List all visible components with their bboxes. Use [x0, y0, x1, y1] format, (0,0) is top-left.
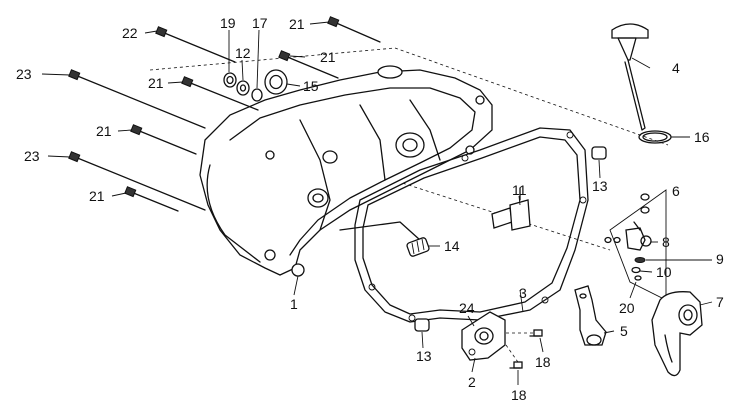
- callout-6: 6: [672, 183, 680, 199]
- bolt-21-mid: [278, 50, 339, 79]
- callout-20: 20: [619, 300, 635, 316]
- screw-18-top: [529, 329, 543, 337]
- bolt-21-left-c: [124, 186, 179, 212]
- callout-21-top: 21: [289, 16, 305, 32]
- screw-18-bottom: [509, 361, 523, 369]
- bolt-23-top: [68, 69, 206, 129]
- shaft-11: [491, 187, 531, 231]
- bolt-23-bottom: [68, 151, 206, 211]
- callout-2: 2: [468, 374, 476, 390]
- bolt-21-top: [327, 16, 381, 43]
- callout-18-bottom: 18: [511, 387, 527, 403]
- arm-5: [574, 285, 607, 346]
- callout-13-bottom: 13: [416, 348, 432, 364]
- callout-21-left-a: 21: [148, 75, 164, 91]
- callout-14: 14: [444, 238, 460, 254]
- callout-23-top: 23: [16, 66, 32, 82]
- bolt-21-left-b: [130, 124, 197, 155]
- callout-21-right: 21: [320, 49, 336, 65]
- callout-9: 9: [716, 251, 724, 267]
- callout-5: 5: [620, 323, 628, 339]
- bolt-21-left-a: [181, 76, 259, 111]
- callout-21-left-b: 21: [96, 123, 112, 139]
- callout-19: 19: [220, 15, 236, 31]
- callout-21-left-c: 21: [89, 188, 105, 204]
- collar-19: [223, 72, 237, 88]
- callout-18-top: 18: [535, 354, 551, 370]
- o-ring-16: [638, 130, 672, 144]
- cover-7: [651, 291, 703, 377]
- callout-17: 17: [252, 15, 268, 31]
- callout-1: 1: [290, 296, 298, 312]
- dowel-pin-13-top: [591, 146, 607, 160]
- callout-labels: 1 2 3 4 5 6 7 8 9 10 11 12 13 13 14 15 1…: [16, 15, 724, 403]
- callout-8: 8: [662, 234, 670, 250]
- crankcase-cover-part: [199, 65, 493, 277]
- callout-7: 7: [716, 294, 724, 310]
- o-ring-17: [251, 88, 263, 102]
- callout-22: 22: [122, 25, 138, 41]
- callout-3: 3: [519, 285, 527, 301]
- spring-9: [634, 257, 646, 263]
- callout-11: 11: [512, 182, 527, 198]
- callout-15: 15: [303, 78, 319, 94]
- o-ring-20: [634, 275, 642, 281]
- callout-10: 10: [656, 264, 672, 280]
- callout-13-top: 13: [592, 178, 608, 194]
- oil-seal-15: [264, 69, 288, 95]
- callout-12: 12: [235, 45, 251, 61]
- gasket-part: [354, 127, 589, 323]
- bolt-22: [155, 26, 236, 63]
- valve-8: [625, 227, 646, 251]
- bushing-14: [406, 237, 430, 257]
- washer-12: [236, 80, 250, 96]
- callout-16: 16: [694, 129, 710, 145]
- leader-lines: [41, 21, 713, 385]
- dowel-pin-13-bottom: [414, 318, 430, 332]
- callout-23-bottom: 23: [24, 148, 40, 164]
- oil-dipstick-4: [611, 23, 649, 131]
- washer-10: [631, 266, 641, 274]
- callout-24: 24: [459, 300, 475, 316]
- callout-4: 4: [672, 60, 680, 76]
